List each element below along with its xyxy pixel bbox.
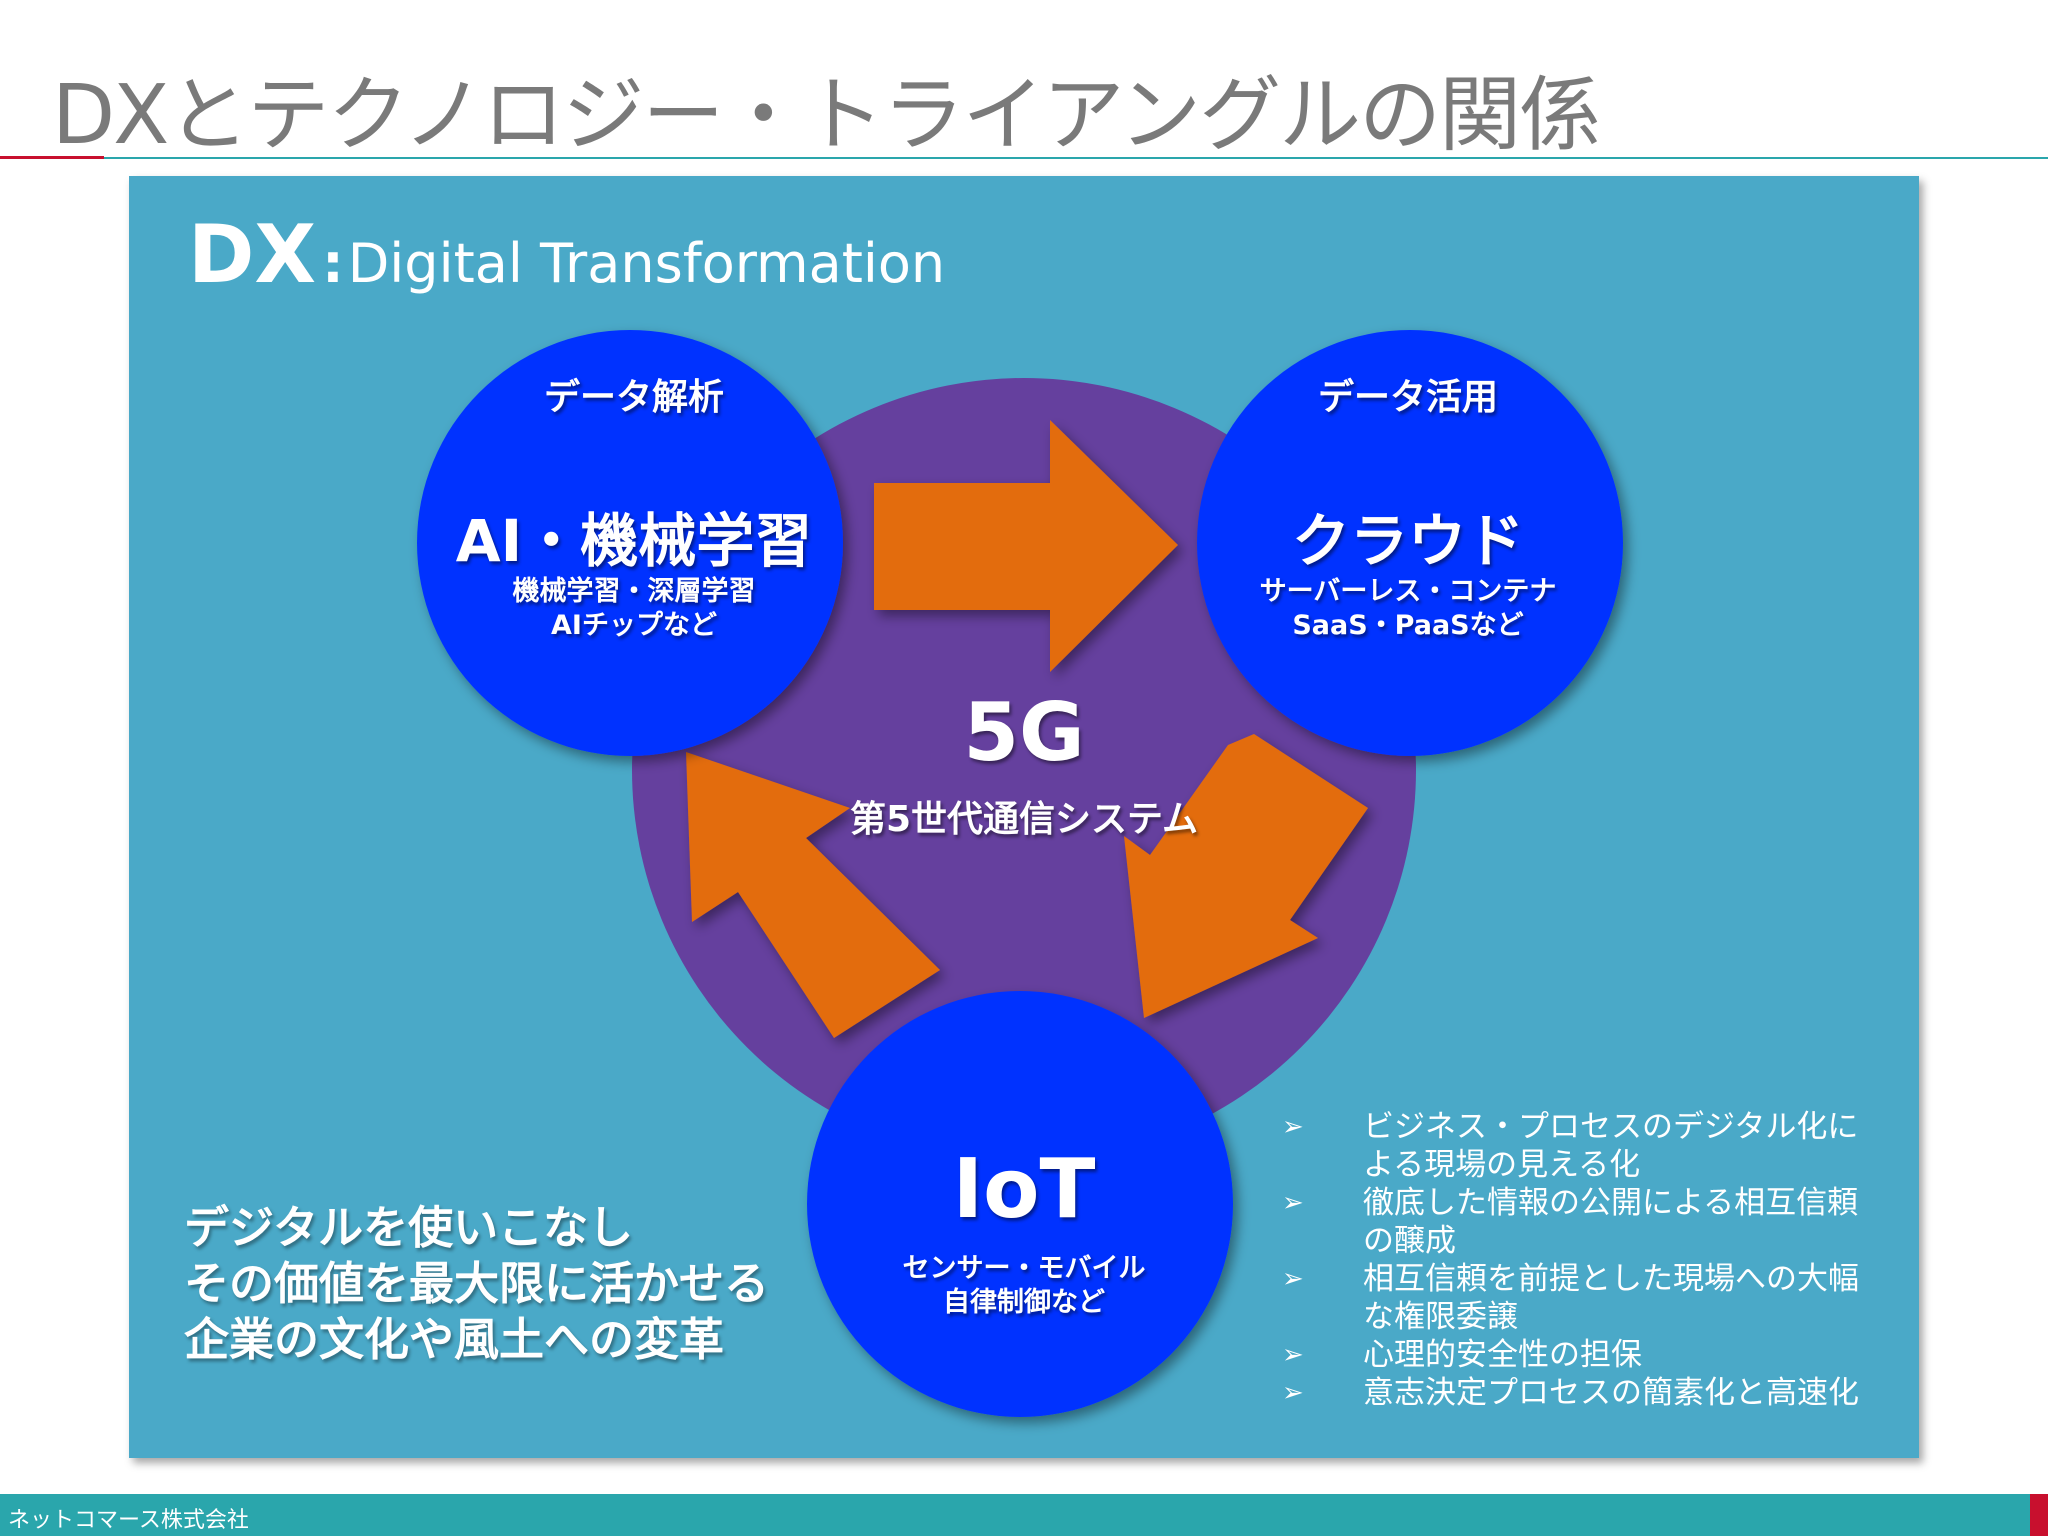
node-ai-title: AI・機械学習 — [455, 507, 813, 575]
bullet-item: ➢ 徹底した情報の公開による相互信頼 の醸成 — [1282, 1184, 1882, 1260]
hub-title: 5G — [963, 686, 1085, 779]
node-cloud-circle — [1197, 330, 1623, 756]
bullet-arrow-icon: ➢ — [1282, 1112, 1304, 1142]
arrow-ai-to-cloud — [874, 420, 1178, 672]
node-iot-description: センサー・モバイル 自律制御など — [903, 1252, 1146, 1320]
bullet-item: ➢ 心理的安全性の担保 — [1282, 1336, 1882, 1374]
title-rule-red — [0, 156, 104, 159]
bullet-line: 徹底した情報の公開による相互信頼 — [1363, 1185, 1859, 1221]
bullet-line: 心理的安全性の担保 — [1363, 1337, 1642, 1373]
node-cloud-caption: データ活用 — [1317, 377, 1499, 418]
node-ai-description: 機械学習・深層学習 AIチップなど — [513, 575, 756, 643]
slide-title: DXとテクノロジー・トライアングルの関係 — [52, 68, 1601, 163]
bullet-arrow-icon: ➢ — [1282, 1378, 1304, 1408]
bullet-line: な権限委譲 — [1363, 1299, 1518, 1335]
node-iot-desc-line: 自律制御など — [943, 1287, 1105, 1318]
footer-bar — [0, 1494, 2048, 1536]
bullet-arrow-icon: ➢ — [1282, 1340, 1304, 1370]
tagline-line: その価値を最大限に活かせる — [184, 1257, 770, 1310]
node-cloud-desc-line: サーバーレス・コンテナ — [1259, 576, 1557, 607]
footer-accent — [2030, 1494, 2048, 1536]
bullet-line: 意志決定プロセスの簡素化と高速化 — [1363, 1375, 1859, 1411]
dx-culture-bullet-list: ➢ ビジネス・プロセスのデジタル化に よる現場の見える化 ➢ 徹底した情報の公開… — [1282, 1108, 1882, 1412]
dx-heading: DX:Digital Transformation — [188, 208, 945, 301]
hub-subtitle: 第5世代通信システム — [850, 799, 1198, 840]
tagline-line: 企業の文化や風土への変革 — [184, 1313, 725, 1366]
bullet-item: ➢ 意志決定プロセスの簡素化と高速化 — [1282, 1374, 1882, 1412]
dx-full-name: Digital Transformation — [347, 232, 946, 295]
node-ai-circle — [417, 330, 843, 756]
node-cloud-description: サーバーレス・コンテナ SaaS・PaaSなど — [1260, 575, 1557, 643]
bullet-line: よる現場の見える化 — [1363, 1147, 1641, 1183]
bullet-line: ビジネス・プロセスのデジタル化に — [1363, 1109, 1859, 1145]
node-ai-desc-line: 機械学習・深層学習 — [512, 576, 756, 607]
bullet-item: ➢ ビジネス・プロセスのデジタル化に よる現場の見える化 — [1282, 1108, 1882, 1184]
bullet-arrow-icon: ➢ — [1282, 1264, 1304, 1294]
bullet-line: 相互信頼を前提とした現場への大幅 — [1363, 1261, 1859, 1297]
dx-tagline: デジタルを使いこなし その価値を最大限に活かせる 企業の文化や風土への変革 — [184, 1200, 769, 1368]
bullet-line: の醸成 — [1363, 1223, 1456, 1259]
title-rule-teal — [104, 157, 2048, 159]
bullet-item: ➢ 相互信頼を前提とした現場への大幅 な権限委譲 — [1282, 1260, 1882, 1336]
node-cloud-desc-line: SaaS・PaaSなど — [1292, 610, 1524, 641]
company-name: ネットコマース株式会社 — [8, 1508, 249, 1533]
dx-abbreviation: DX — [188, 208, 317, 301]
node-ai-desc-line: AIチップなど — [551, 610, 717, 641]
arrow-cloud-to-iot — [1124, 734, 1368, 1018]
tagline-line: デジタルを使いこなし — [184, 1201, 634, 1254]
node-ai-caption: データ解析 — [543, 377, 725, 418]
dx-colon: : — [322, 232, 344, 295]
node-iot-desc-line: センサー・モバイル — [902, 1253, 1146, 1284]
node-cloud-title: クラウド — [1291, 507, 1525, 575]
arrow-iot-to-ai — [686, 752, 940, 1038]
node-iot-title: IoT — [952, 1142, 1096, 1237]
bullet-arrow-icon: ➢ — [1282, 1188, 1304, 1218]
node-iot-circle — [807, 991, 1233, 1417]
